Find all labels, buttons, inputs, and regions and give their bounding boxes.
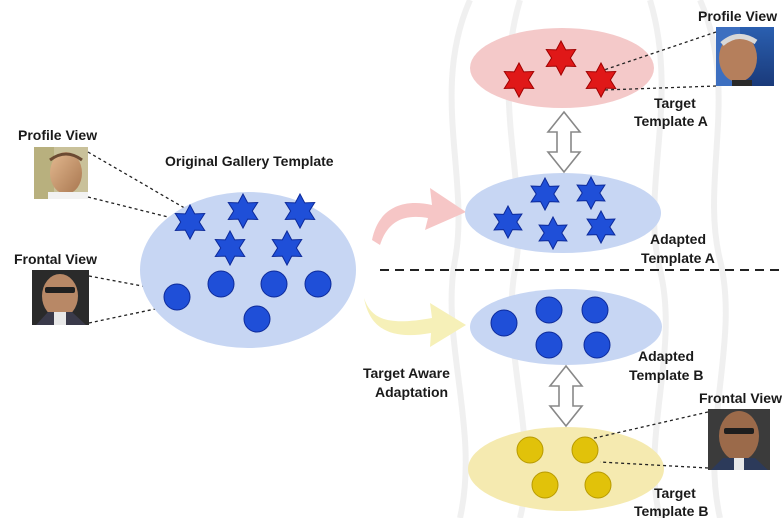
circle-icon — [207, 270, 235, 298]
double-arrow-icon — [548, 364, 584, 428]
original-gallery-template-label: Original Gallery Template — [165, 153, 334, 169]
circle-icon — [163, 283, 191, 311]
star-icon — [503, 61, 535, 99]
circle-icon — [243, 305, 271, 333]
circle-icon — [260, 270, 288, 298]
circle-icon — [516, 436, 544, 464]
star-icon — [214, 229, 246, 267]
frontal-view-label-left: Frontal View — [14, 251, 97, 267]
target-template-b-ellipse — [468, 427, 664, 511]
profile-photo-right — [716, 27, 774, 86]
adapted-template-b-ellipse — [470, 289, 662, 365]
adapted-template-a-label-1: Adapted — [650, 231, 706, 247]
star-icon — [493, 204, 523, 240]
circle-icon — [531, 471, 559, 499]
star-icon — [545, 39, 577, 77]
circle-icon — [490, 309, 518, 337]
circle-icon — [535, 296, 563, 324]
circle-icon — [571, 436, 599, 464]
target-template-b-label-1: Target — [654, 485, 696, 501]
frontal-photo-right — [708, 409, 770, 470]
marks-layer — [163, 39, 617, 499]
adaptation-arrow-yellow — [364, 298, 466, 347]
profile-view-label-right: Profile View — [698, 8, 777, 24]
double-arrow-icon — [546, 110, 582, 174]
frontal-photo-left — [32, 270, 89, 325]
adapted-template-a-label-2: Template A — [641, 250, 715, 266]
star-icon — [284, 192, 316, 230]
target-template-a-label-1: Target — [654, 95, 696, 111]
star-icon — [530, 176, 560, 212]
star-icon — [586, 209, 616, 245]
profile-view-label-left: Profile View — [18, 127, 97, 143]
adaptation-arrow-red — [372, 188, 466, 245]
profile-photo-left — [34, 147, 88, 199]
circle-icon — [583, 331, 611, 359]
circle-icon — [535, 331, 563, 359]
target-aware-adaptation-label-1: Target Aware — [363, 365, 450, 381]
circle-icon — [581, 296, 609, 324]
star-icon — [271, 229, 303, 267]
star-icon — [585, 61, 617, 99]
star-icon — [174, 203, 206, 241]
adapted-template-b-label-2: Template B — [629, 367, 703, 383]
circle-icon — [584, 471, 612, 499]
frontal-view-label-right: Frontal View — [699, 390, 782, 406]
target-template-a-label-2: Template A — [634, 113, 708, 129]
star-icon — [227, 192, 259, 230]
target-template-b-label-2: Template B — [634, 503, 708, 518]
star-icon — [576, 175, 606, 211]
leader-lines-right — [585, 31, 717, 469]
target-aware-adaptation-label-2: Adaptation — [375, 384, 448, 400]
star-icon — [538, 215, 568, 251]
circle-icon — [304, 270, 332, 298]
adapted-template-b-label-1: Adapted — [638, 348, 694, 364]
